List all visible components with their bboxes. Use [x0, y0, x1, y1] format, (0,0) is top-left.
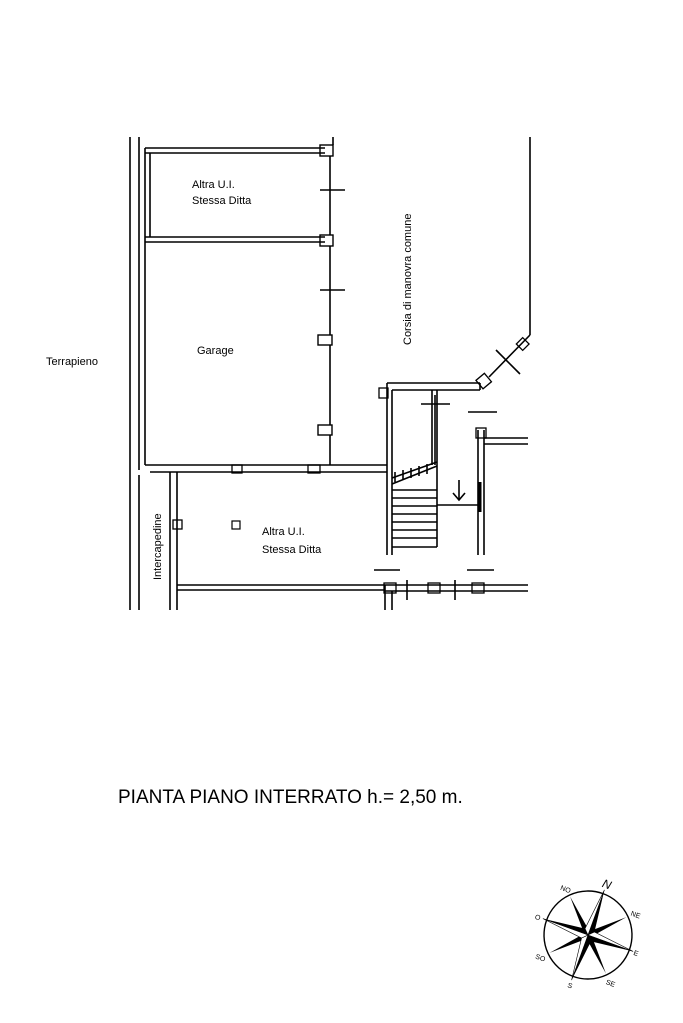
intercapedine-label: Intercapedine — [152, 513, 164, 580]
compass-rose-icon: N NE E SE S SO O NO — [534, 876, 642, 990]
upper-unit-label-line2: Stessa Ditta — [192, 195, 252, 207]
garage-label: Garage — [197, 345, 234, 357]
compass-ne: NE — [630, 911, 642, 921]
lower-unit-label-line2: Stessa Ditta — [262, 544, 322, 556]
compass-s: S — [566, 982, 573, 990]
walls — [129, 137, 531, 610]
compass-north: N — [600, 876, 613, 892]
terrapieno-label: Terrapieno — [46, 356, 98, 368]
compass-e: E — [632, 950, 639, 958]
compass-o: O — [534, 914, 542, 923]
compass-so: SO — [534, 954, 546, 964]
compass-se: SE — [605, 979, 616, 989]
corsia-label: Corsia di manovra comune — [402, 214, 414, 345]
compass-no: NO — [559, 885, 572, 895]
lower-unit-label-line1: Altra U.I. — [262, 526, 305, 538]
upper-unit-label-line1: Altra U.I. — [192, 179, 235, 191]
plan-title: PIANTA PIANO INTERRATO h.= 2,50 m. — [118, 787, 463, 808]
